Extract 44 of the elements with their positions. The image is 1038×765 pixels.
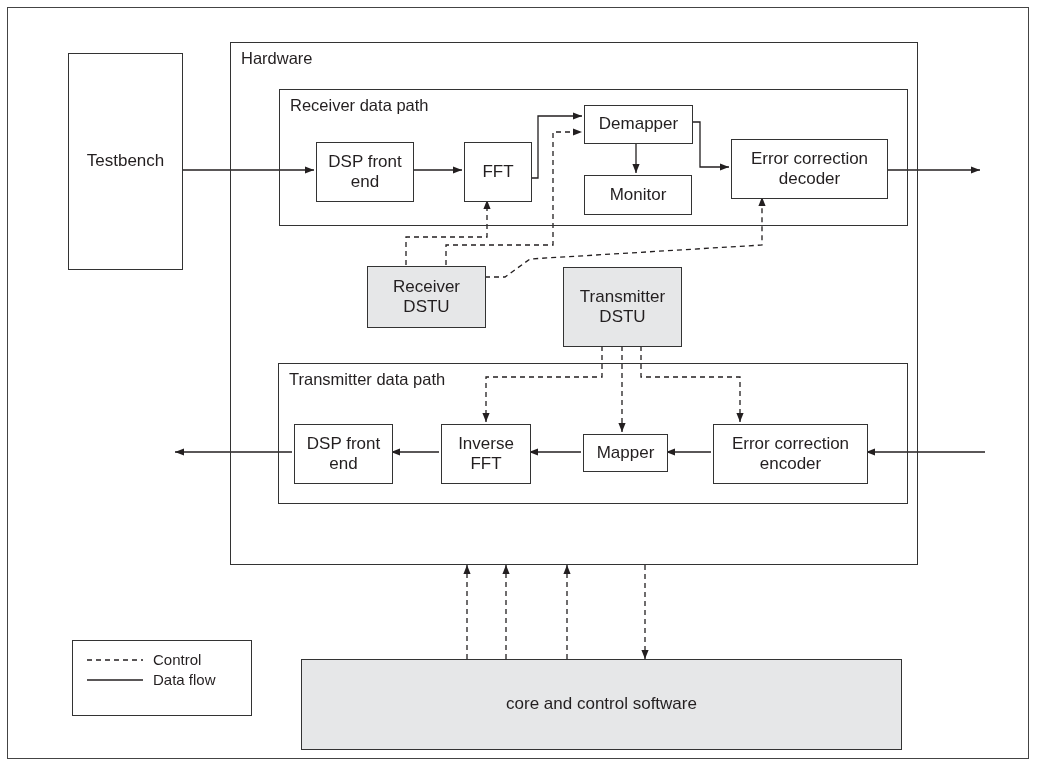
node-label: DSP front end — [327, 151, 403, 193]
unit-box — [563, 267, 682, 347]
arrow — [445, 128, 583, 266]
arrow — [463, 564, 471, 660]
group-box — [279, 89, 908, 226]
node-label: Transmitter data path — [289, 370, 446, 390]
unit-box — [367, 266, 486, 328]
process-box — [584, 175, 692, 215]
process-box — [294, 424, 393, 484]
arrow — [641, 564, 649, 660]
node-label: FFT — [482, 161, 514, 183]
arrow — [563, 564, 571, 660]
arrow — [482, 345, 603, 423]
node-label: Mapper — [596, 442, 655, 464]
legend-label: Control — [153, 651, 202, 669]
process-box — [713, 424, 868, 484]
node-label: Receiver data path — [290, 96, 429, 116]
node-label: DSP front end — [305, 433, 382, 475]
arrow — [618, 345, 626, 433]
legend-label: Data flow — [153, 671, 216, 689]
node-label: Inverse FFT — [457, 433, 515, 475]
group-box — [278, 363, 908, 504]
arrow — [640, 345, 744, 423]
arrow — [174, 448, 293, 456]
group-box — [230, 42, 918, 565]
node-label: Demapper — [598, 114, 679, 135]
process-box — [68, 53, 183, 270]
node-label: Receiver DSTU — [391, 276, 462, 318]
node-label: Error correction decoder — [749, 148, 870, 190]
arrow — [182, 166, 315, 174]
node-label: core and control software — [506, 694, 697, 715]
node-label: Error correction encoder — [730, 433, 851, 475]
node-label: Hardware — [241, 49, 313, 69]
process-box — [464, 142, 532, 202]
arrow — [502, 564, 510, 660]
process-box — [731, 139, 888, 199]
node-label: Monitor — [609, 184, 667, 206]
process-box — [584, 105, 693, 144]
process-box — [441, 424, 531, 484]
node-label: Testbench — [86, 151, 165, 172]
unit-box — [301, 659, 902, 750]
process-box — [583, 434, 668, 472]
process-box — [316, 142, 414, 202]
node-label: Transmitter DSTU — [578, 286, 667, 328]
